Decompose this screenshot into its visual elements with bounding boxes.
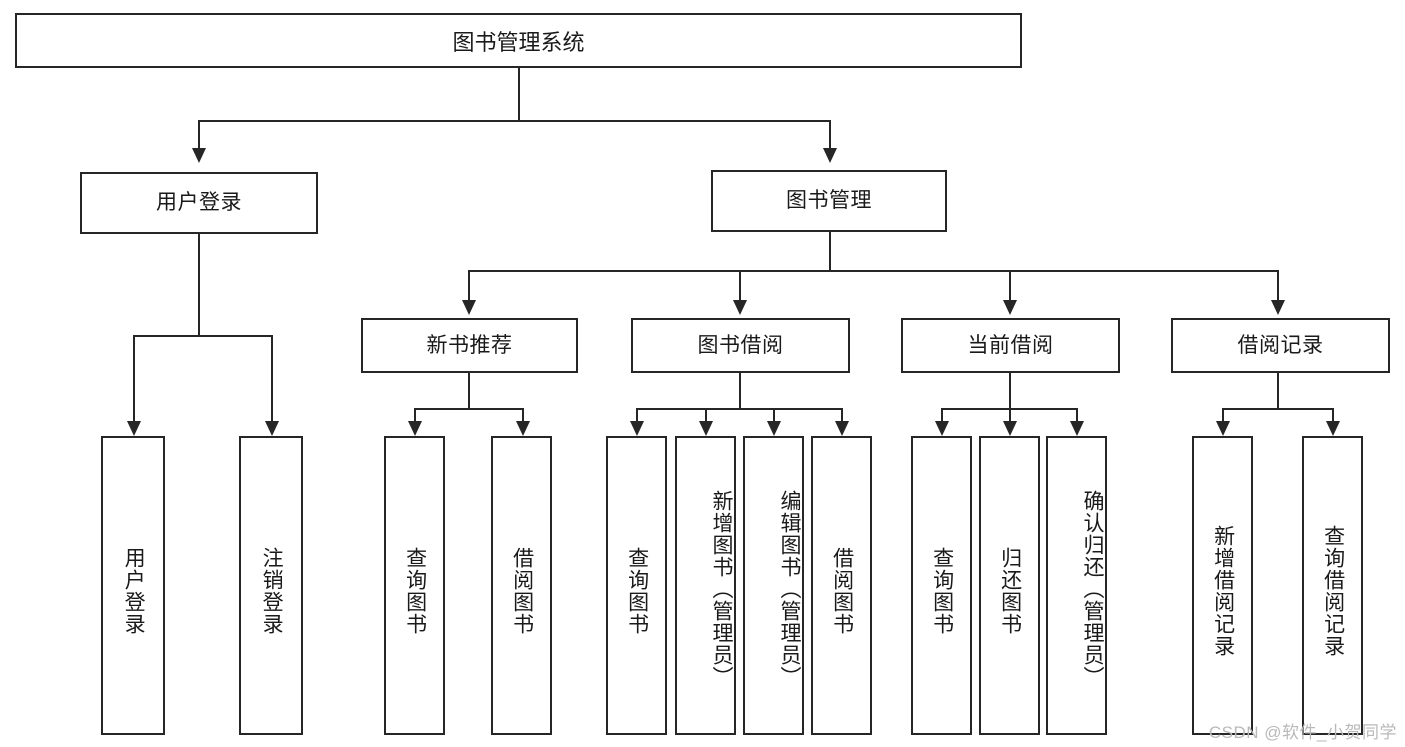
leaf-nb-borrow-book[interactable]: 借阅图书 — [491, 436, 552, 735]
arrow-bb-leaf-1 — [630, 421, 644, 436]
edge-user-login-bus — [133, 335, 272, 337]
arrow-current-borrow — [1003, 300, 1017, 315]
edge-drop-leaf-user-login — [133, 335, 135, 421]
edge-new-book-bus — [414, 408, 524, 410]
node-label: 图书管理 — [786, 189, 872, 213]
node-label: 当前借阅 — [967, 333, 1054, 357]
edge-drop-cb-leaf-3 — [1076, 408, 1078, 421]
node-label: 图书借阅 — [697, 333, 784, 357]
leaf-bb-add-book-admin[interactable]: 新增图书（管理员） — [675, 436, 736, 735]
edge-new-book-stem — [468, 373, 470, 408]
edge-drop-nb-leaf-1 — [414, 408, 416, 421]
arrow-cb-leaf-3 — [1070, 421, 1084, 436]
leaf-label: 归还图书 — [998, 546, 1022, 635]
leaf-cb-return-book[interactable]: 归还图书 — [979, 436, 1040, 735]
node-label: 借阅记录 — [1237, 333, 1324, 357]
node-root-book-management-system[interactable]: 图书管理系统 — [15, 13, 1022, 68]
leaf-user-login[interactable]: 用户登录 — [101, 436, 165, 735]
edge-drop-new-book — [468, 270, 470, 300]
leaf-label: 查询借阅记录 — [1321, 524, 1345, 657]
node-label: 图书管理系统 — [452, 29, 585, 55]
edge-drop-book-borrow — [739, 270, 741, 300]
edge-drop-bb-leaf-4 — [841, 408, 843, 421]
edge-borrow-record-stem — [1277, 373, 1279, 408]
edge-book-management-stem — [829, 232, 831, 270]
edge-drop-book-management — [829, 120, 831, 148]
edge-root-stem — [518, 68, 520, 120]
leaf-nb-query-book[interactable]: 查询图书 — [384, 436, 445, 735]
leaf-label: 新增图书（管理员） — [710, 489, 733, 688]
arrow-borrow-record — [1271, 300, 1285, 315]
edge-book-borrow-bus — [636, 408, 843, 410]
leaf-cb-query-book[interactable]: 查询图书 — [911, 436, 972, 735]
edge-drop-bb-leaf-3 — [773, 408, 775, 421]
arrow-book-borrow — [733, 300, 747, 315]
leaf-label: 借阅图书 — [510, 546, 534, 635]
edge-drop-bb-leaf-2 — [705, 408, 707, 421]
edge-drop-borrow-record — [1277, 270, 1279, 300]
edge-drop-br-leaf-1 — [1222, 408, 1224, 421]
edge-borrow-record-bus — [1222, 408, 1334, 410]
edge-current-borrow-stem — [1009, 373, 1011, 408]
arrow-book-management — [823, 148, 837, 163]
arrow-leaf-user-login — [127, 421, 141, 436]
arrow-bb-leaf-4 — [835, 421, 849, 436]
edge-drop-cb-leaf-2 — [1009, 408, 1011, 421]
leaf-bb-edit-book-admin[interactable]: 编辑图书（管理员） — [743, 436, 804, 735]
node-user-login[interactable]: 用户登录 — [80, 172, 318, 234]
node-current-borrow[interactable]: 当前借阅 — [901, 318, 1120, 373]
edge-level2-bus — [468, 270, 1279, 272]
edge-drop-nb-leaf-2 — [522, 408, 524, 421]
edge-user-login-stem — [198, 234, 200, 335]
leaf-br-query-record[interactable]: 查询借阅记录 — [1302, 436, 1363, 735]
leaf-br-add-record[interactable]: 新增借阅记录 — [1192, 436, 1253, 735]
edge-drop-current-borrow — [1009, 270, 1011, 300]
arrow-user-login — [192, 148, 206, 163]
arrow-new-book — [462, 300, 476, 315]
node-label: 新书推荐 — [426, 333, 513, 357]
leaf-label: 用户登录 — [122, 546, 146, 635]
arrow-bb-leaf-3 — [767, 421, 781, 436]
arrow-cb-leaf-1 — [935, 421, 949, 436]
node-borrow-record[interactable]: 借阅记录 — [1171, 318, 1390, 373]
edge-drop-leaf-logout — [271, 335, 273, 421]
node-new-book-recommend[interactable]: 新书推荐 — [361, 318, 578, 373]
leaf-label: 注销登录 — [260, 546, 284, 635]
leaf-logout[interactable]: 注销登录 — [239, 436, 303, 735]
edge-drop-br-leaf-2 — [1332, 408, 1334, 421]
edge-level1-bus — [198, 120, 830, 122]
leaf-label: 编辑图书（管理员） — [778, 489, 801, 688]
leaf-label: 查询图书 — [625, 546, 649, 635]
node-book-management[interactable]: 图书管理 — [711, 170, 947, 232]
leaf-bb-borrow-book[interactable]: 借阅图书 — [811, 436, 872, 735]
leaf-label: 新增借阅记录 — [1211, 524, 1235, 657]
arrow-br-leaf-1 — [1216, 421, 1230, 436]
leaf-label: 借阅图书 — [830, 546, 854, 635]
arrow-nb-leaf-1 — [408, 421, 422, 436]
leaf-label: 查询图书 — [930, 546, 954, 635]
arrow-br-leaf-2 — [1326, 421, 1340, 436]
leaf-cb-confirm-return-admin[interactable]: 确认归还（管理员） — [1046, 436, 1107, 735]
leaf-label: 查询图书 — [403, 546, 427, 635]
arrow-nb-leaf-2 — [516, 421, 530, 436]
edge-drop-cb-leaf-1 — [941, 408, 943, 421]
edge-drop-user-login — [198, 120, 200, 148]
arrow-cb-leaf-2 — [1003, 421, 1017, 436]
arrow-leaf-logout — [265, 421, 279, 436]
arrow-bb-leaf-2 — [699, 421, 713, 436]
leaf-bb-query-book[interactable]: 查询图书 — [606, 436, 667, 735]
node-book-borrow[interactable]: 图书借阅 — [631, 318, 850, 373]
edge-drop-bb-leaf-1 — [636, 408, 638, 421]
node-label: 用户登录 — [156, 191, 242, 215]
leaf-label: 确认归还（管理员） — [1081, 489, 1104, 688]
edge-book-borrow-stem — [739, 373, 741, 408]
watermark: CSDN @软件_小贺同学 — [1208, 723, 1397, 742]
